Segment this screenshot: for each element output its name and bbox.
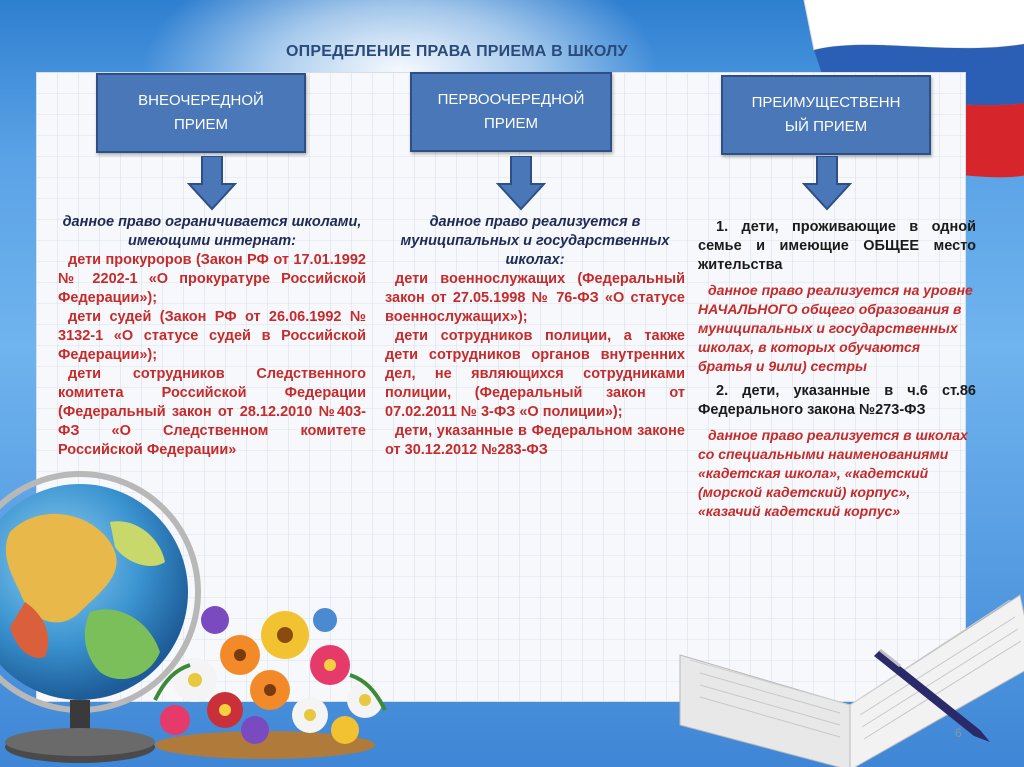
column-extraordinary: данное право ограничивается школами, име… bbox=[58, 213, 366, 460]
list-item: дети прокуроров (Закон РФ от 17.01.1992 … bbox=[58, 251, 366, 308]
page-title: ОПРЕДЕЛЕНИЕ ПРАВА ПРИЕМА В ШКОЛУ bbox=[286, 43, 628, 61]
pen-icon bbox=[870, 640, 1010, 750]
category-label-line1: ПЕРВООЧЕРЕДНОЙ bbox=[438, 88, 585, 112]
category-box-extraordinary: ВНЕОЧЕРЕДНОЙ ПРИЕМ bbox=[96, 73, 306, 153]
list-item: дети сотрудников Следственного комитета … bbox=[58, 365, 366, 460]
category-label-line2: ЫЙ ПРИЕМ bbox=[785, 115, 867, 139]
list-item: 2. дети, указанные в ч.6 ст.86 Федеральн… bbox=[698, 382, 976, 420]
down-arrow-icon bbox=[496, 156, 546, 211]
category-box-preferential: ПРЕИМУЩЕСТВЕНН ЫЙ ПРИЕМ bbox=[721, 75, 931, 155]
slide-number: 6 bbox=[955, 726, 962, 740]
category-label-line1: ВНЕОЧЕРЕДНОЙ bbox=[138, 89, 264, 113]
list-item: дети, указанные в Федеральном законе от … bbox=[385, 422, 685, 460]
note-text: данное право реализуется на уровне НАЧАЛ… bbox=[698, 281, 976, 376]
column-priority: данное право реализуется в муниципальных… bbox=[385, 213, 685, 460]
category-label-line1: ПРЕИМУЩЕСТВЕНН bbox=[752, 91, 901, 115]
note-text: данное право реализуется в школах со спе… bbox=[698, 426, 976, 521]
flower-bouquet-icon bbox=[95, 560, 435, 760]
list-item: дети военнослужащих (Федеральный закон о… bbox=[385, 270, 685, 327]
category-label-line2: ПРИЕМ bbox=[484, 112, 538, 136]
column-lead: данное право реализуется в муниципальных… bbox=[385, 213, 685, 270]
category-box-priority: ПЕРВООЧЕРЕДНОЙ ПРИЕМ bbox=[410, 72, 612, 152]
list-item: дети судей (Закон РФ от 26.06.1992 № 313… bbox=[58, 308, 366, 365]
list-item: дети сотрудников полиции, а также дети с… bbox=[385, 327, 685, 422]
category-label-line2: ПРИЕМ bbox=[174, 113, 228, 137]
column-lead: данное право ограничивается школами, име… bbox=[58, 213, 366, 251]
down-arrow-icon bbox=[187, 156, 237, 211]
down-arrow-icon bbox=[802, 156, 852, 211]
column-preferential: 1. дети, проживающие в одной семье и име… bbox=[698, 218, 976, 521]
list-item: 1. дети, проживающие в одной семье и име… bbox=[698, 218, 976, 275]
